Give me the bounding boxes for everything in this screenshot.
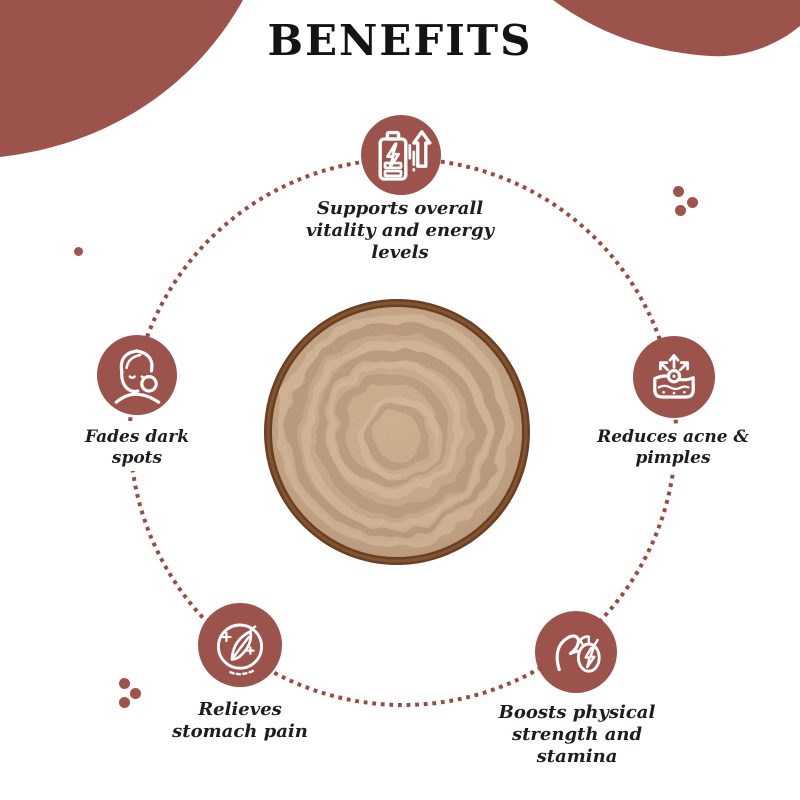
benefit-circle-acne [633,336,715,418]
benefit-label-strength: Boosts physical strength and stamina [487,700,667,770]
benefit-label-acne: Reduces acne & pimples [582,425,764,471]
label-line: strength and [511,724,643,745]
facial-skincare-icon [114,349,161,404]
accent-dot [130,688,141,699]
battery-energy-icon [378,130,432,181]
accent-dot [673,186,684,197]
benefit-circle-stomach [198,603,282,687]
benefit-circle-vitality [361,115,441,195]
benefit-circle-strength [535,611,617,693]
label-line: Supports overall [316,198,484,219]
label-line: stomach pain [172,721,308,742]
powder-bowl-image [264,299,530,565]
accent-dot [687,197,698,208]
accent-dot [675,205,686,216]
accent-dot [74,247,83,256]
benefit-label-vitality: Supports overall vitality and energy lev… [293,196,507,266]
muscle-strength-icon [555,634,601,673]
accent-dot [119,678,130,689]
benefit-label-dark-spots: Fades dark spots [47,425,227,471]
accent-dot [119,697,130,708]
label-line: levels [371,242,429,263]
label-line: pimples [635,448,711,468]
label-line: Relieves [198,699,282,720]
label-line: Reduces acne & [597,427,749,447]
acne-skin-icon [653,354,695,399]
label-line: Boosts physical [498,702,656,723]
label-line: Fades dark [85,427,189,447]
benefit-circle-dark-spots [97,335,177,415]
label-line: stamina [536,746,618,767]
page-title: BENEFITS [267,16,533,65]
label-line: vitality and energy [305,220,495,241]
label-line: spots [111,448,163,468]
benefit-label-stomach: Relieves stomach pain [150,697,330,745]
herbal-leaf-icon [216,623,264,676]
